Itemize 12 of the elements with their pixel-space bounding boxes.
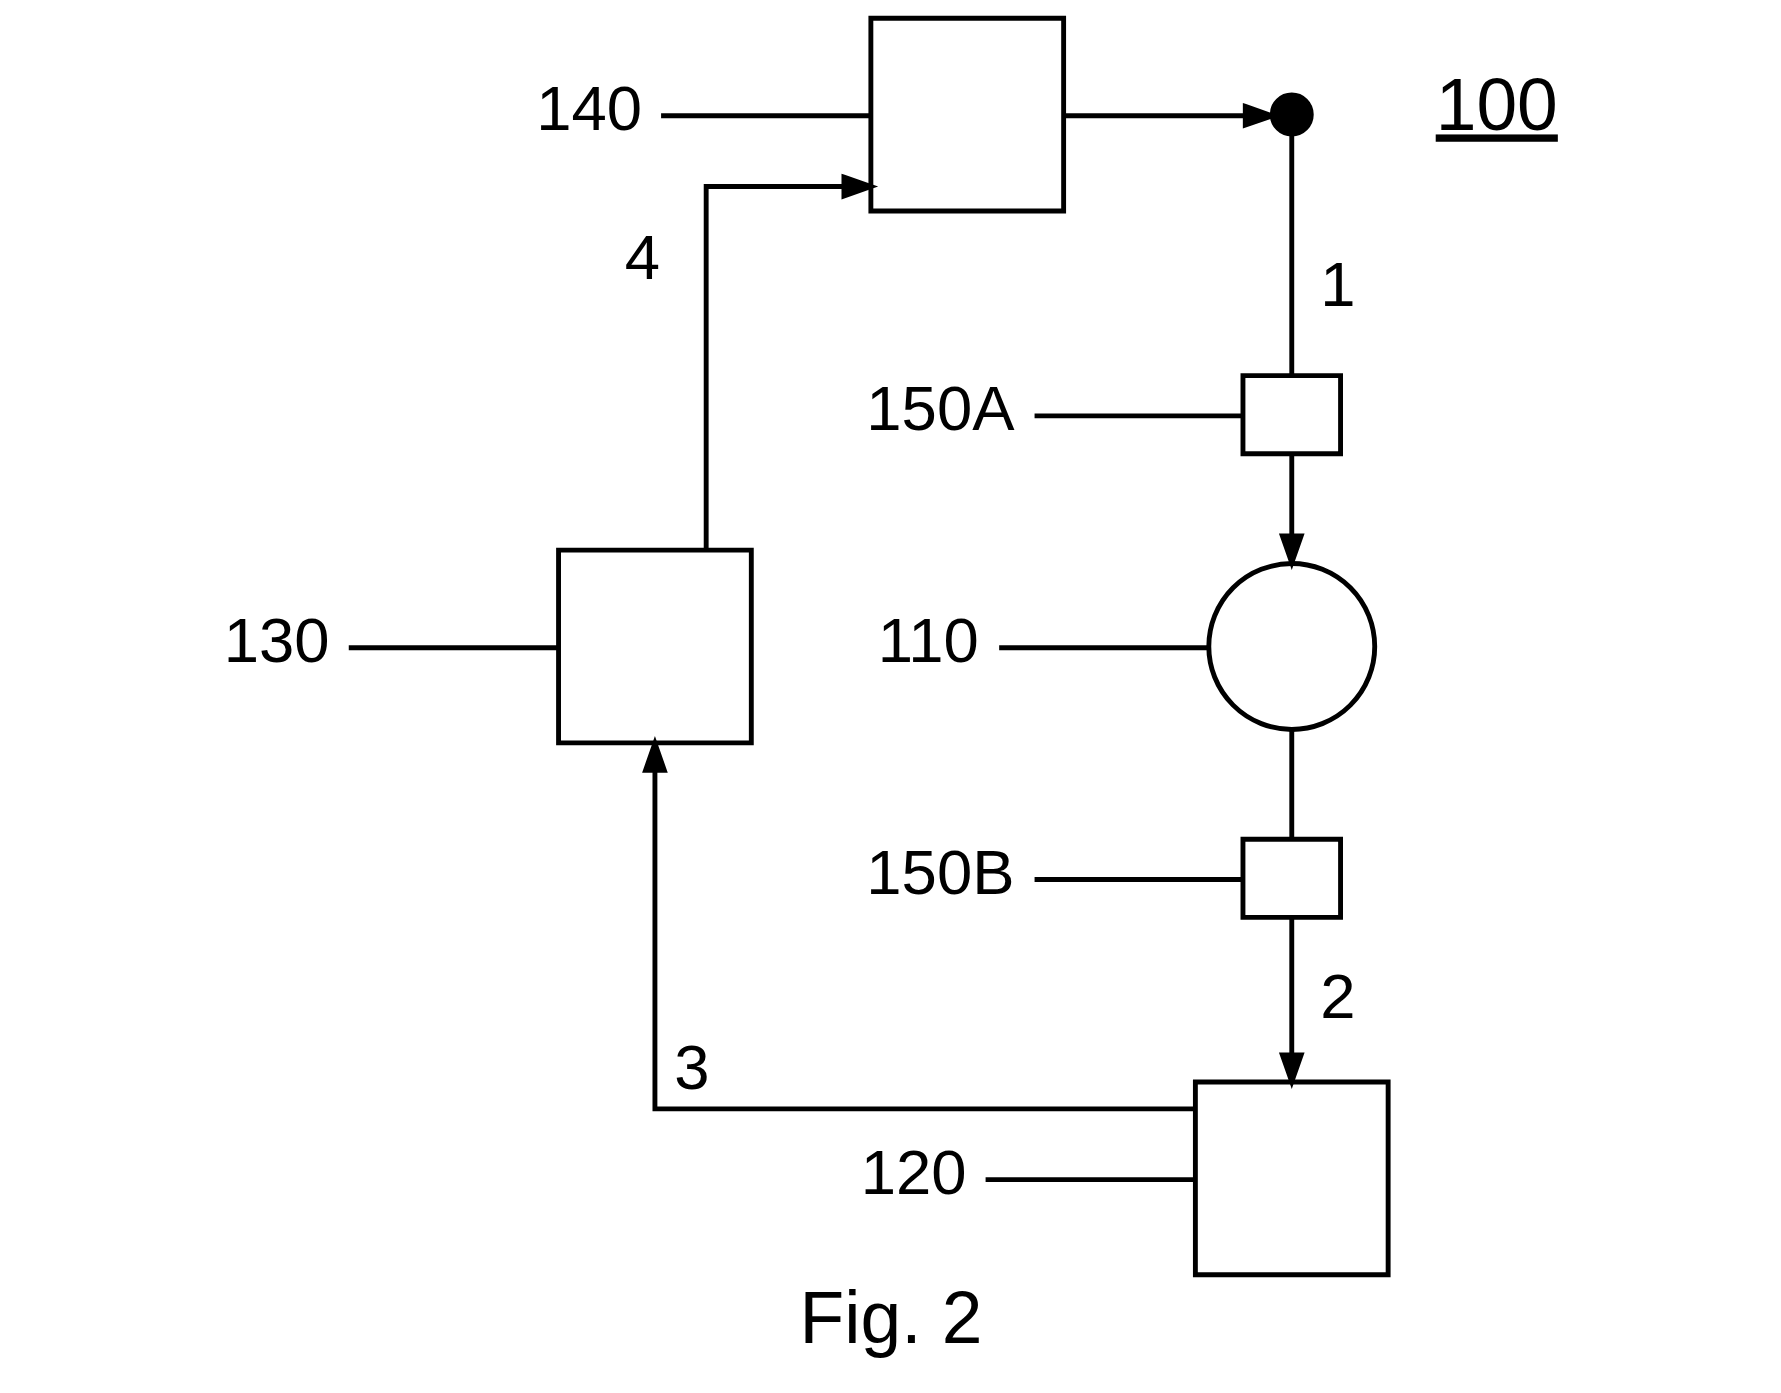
node-text: 140 — [535, 72, 642, 143]
node-text: 110 — [877, 604, 979, 675]
node-text: 150B — [865, 836, 1014, 907]
edge-label: 4 — [624, 222, 660, 293]
node-text: 130 — [223, 604, 330, 675]
edge-label: 1 — [1319, 248, 1355, 319]
caption: Fig. 2 — [798, 1277, 983, 1360]
label: 100 — [1435, 64, 1558, 147]
edge-label: 3 — [673, 1031, 710, 1102]
node-text: 150A — [865, 373, 1014, 444]
edge-label: 2 — [1319, 961, 1355, 1032]
node-text: 120 — [860, 1136, 966, 1207]
